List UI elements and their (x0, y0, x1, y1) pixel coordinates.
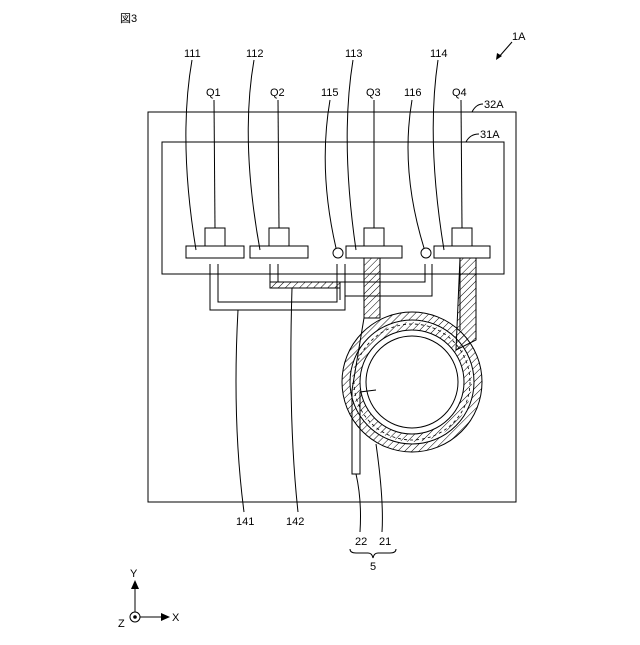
axis-label-x: X (172, 612, 180, 624)
brace-5 (350, 549, 396, 558)
label-22: 22 (355, 536, 367, 548)
x-axis-arrow (161, 613, 170, 621)
y-axis-arrow (131, 580, 139, 589)
z-axis-dot (133, 615, 137, 619)
terminal-116 (421, 248, 431, 258)
label-q4: Q4 (452, 87, 467, 99)
wiring-connection (345, 264, 432, 296)
q4-package (452, 228, 472, 246)
coil-inner-ring (366, 336, 458, 428)
label-21: 21 (379, 536, 391, 548)
leader-q4 (461, 100, 462, 228)
label-q2: Q2 (270, 87, 285, 99)
leader-111 (186, 60, 196, 250)
label-113: 113 (345, 48, 363, 60)
q2-package (269, 228, 289, 246)
label-116: 116 (404, 87, 422, 99)
leader-113 (347, 60, 356, 250)
conductor-22-strip (364, 258, 380, 318)
label-114: 114 (430, 48, 448, 60)
q3-base (346, 246, 402, 258)
leader-q2 (278, 100, 279, 228)
inner-box-label: 31A (480, 129, 500, 141)
q1-package (205, 228, 225, 246)
q3-package (364, 228, 384, 246)
leader-21 (376, 444, 382, 532)
axis-label-y: Y (130, 568, 138, 580)
wiring-142-hatched (270, 282, 340, 288)
label-q3: Q3 (366, 87, 381, 99)
label-112: 112 (246, 48, 264, 60)
terminal-115 (333, 248, 343, 258)
label-111: 111 (184, 48, 201, 60)
leader-22 (356, 474, 361, 532)
q2-base (250, 246, 308, 258)
assembly-label: 1A (512, 31, 526, 43)
outer-box-label: 32A (484, 99, 504, 111)
coil-ring-3 (360, 330, 464, 434)
leader-31A (466, 134, 479, 142)
leader-116 (408, 100, 424, 248)
leader-112 (248, 60, 260, 250)
label-141: 141 (236, 516, 254, 528)
q4-base (434, 246, 490, 258)
label-142: 142 (286, 516, 304, 528)
coil-ring-2 (350, 320, 474, 444)
leader-141 (236, 310, 244, 512)
label-115: 115 (321, 87, 339, 99)
wiring-142 (270, 264, 425, 300)
leader-114 (433, 60, 444, 250)
figure-label: 図3 (120, 12, 137, 25)
leader-32A (472, 104, 483, 112)
axis-label-z: Z (118, 618, 125, 630)
leader-115 (325, 100, 336, 248)
label-q1: Q1 (206, 87, 221, 99)
label-5: 5 (370, 561, 376, 573)
leader-142 (291, 288, 298, 512)
leader-q1 (214, 100, 215, 228)
q1-base (186, 246, 244, 258)
coil-winding-inner (356, 326, 468, 438)
